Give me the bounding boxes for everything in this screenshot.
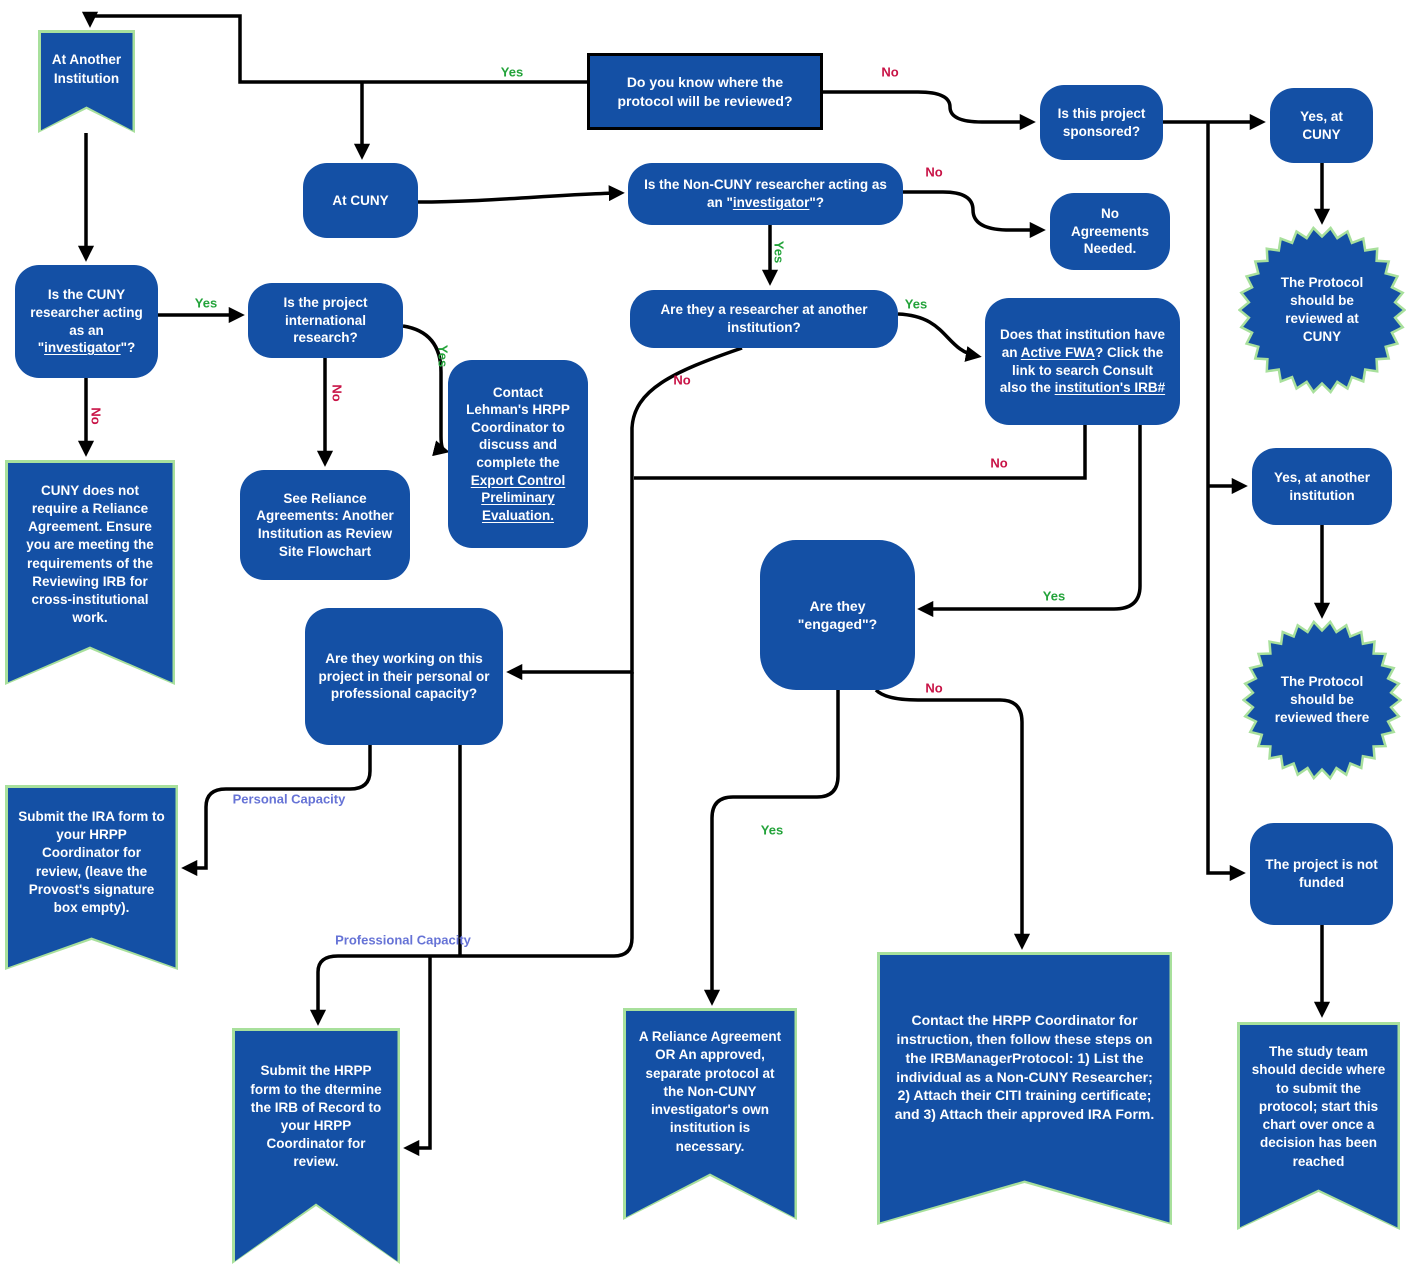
text-part: ? Click the link to search Consult also …	[999, 344, 1164, 396]
node-study-team: The study team should decide where to su…	[1237, 1022, 1400, 1230]
export-control-link[interactable]: Export Control Preliminary Evaluation.	[470, 472, 566, 523]
text-part: Is the CUNY researcher acting as an "	[30, 287, 143, 356]
institution-irb-link[interactable]: institution's IRB#	[1054, 380, 1166, 396]
node-yes-another-institution: Yes, at another institution	[1252, 448, 1392, 525]
node-cuny-researcher-label: Is the CUNY researcher acting as an "inv…	[27, 286, 146, 356]
text-part: "?	[809, 195, 825, 210]
node-contact-hrpp: Contact the HRPP Coordinator for instruc…	[877, 952, 1172, 1225]
node-reviewed-at-cuny-label: The Protocol should be reviewed at CUNY	[1280, 274, 1364, 345]
node-at-cuny: At CUNY	[303, 163, 418, 238]
node-sponsored-label: Is this project sponsored?	[1057, 105, 1146, 139]
node-reviewed-at-cuny-starburst: The Protocol should be reviewed at CUNY	[1238, 226, 1406, 394]
node-not-funded: The project is not funded	[1250, 823, 1393, 925]
node-contact-lehman: Contact Lehman's HRPP Coordinator to dis…	[448, 360, 588, 548]
node-reviewed-there-label: The Protocol should be reviewed there	[1274, 673, 1370, 726]
node-fwa: Does that institution have an Active FWA…	[985, 298, 1180, 425]
edge-branch-to-submit-hrpp-right	[403, 956, 432, 1157]
edge-label-no-researcher: No	[673, 372, 691, 388]
edge-engaged-yes-to-reliance-needed	[703, 690, 840, 1006]
edge-label-professional-capacity: Professional Capacity	[335, 932, 471, 948]
node-at-another-institution: At Another Institution	[38, 30, 135, 133]
node-working-capacity: Are they working on this project in thei…	[305, 608, 503, 745]
node-no-agreements: No Agreements Needed.	[1050, 193, 1170, 270]
edge-label-no-engaged: No	[925, 680, 943, 696]
starburst-shape	[1242, 620, 1402, 780]
edge-at-cuny-to-non-cuny-investigator	[417, 185, 625, 204]
node-see-reliance: See Reliance Agreements: Another Institu…	[240, 470, 410, 580]
edge-researcher-to-fwa	[897, 312, 982, 362]
edge-start-to-sponsored	[823, 90, 1036, 131]
node-fwa-label: Does that institution have an Active FWA…	[997, 326, 1168, 396]
node-reliance-needed: A Reliance Agreement OR An approved, sep…	[623, 1008, 797, 1220]
edge-label-yes-non-cuny: Yes	[771, 240, 787, 264]
active-fwa-link[interactable]: Active FWA	[1020, 344, 1095, 360]
node-non-cuny-investigator-label: Is the Non-CUNY researcher acting as an …	[640, 176, 891, 211]
node-start: Do you know where the protocol will be r…	[587, 53, 823, 130]
node-see-reliance-label: See Reliance Agreements: Another Institu…	[256, 490, 394, 559]
node-engaged-label: Are they "engaged"?	[797, 597, 878, 632]
edge-working-personal-to-submit-ira	[181, 745, 372, 877]
node-at-cuny-label: At CUNY	[332, 192, 389, 208]
node-contact-lehman-label: Contact Lehman's HRPP Coordinator to dis…	[460, 384, 576, 524]
node-sponsored: Is this project sponsored?	[1040, 85, 1163, 160]
node-reviewed-there-starburst: The Protocol should be reviewed there	[1242, 620, 1402, 780]
edge-label-yes-cuny-researcher: Yes	[194, 295, 218, 311]
edge-label-yes-engaged: Yes	[760, 822, 784, 838]
edge-non-cuny-to-no-agreements	[903, 190, 1046, 239]
node-yes-at-cuny: Yes, at CUNY	[1270, 88, 1373, 163]
node-cuny-no-reliance: CUNY does not require a Reliance Agreeme…	[5, 460, 175, 685]
investigator-link[interactable]: investigator	[732, 195, 810, 210]
text-part: Contact Lehman's HRPP Coordinator to dis…	[466, 384, 570, 470]
node-international-label: Is the project international research?	[283, 295, 368, 346]
edge-sponsored-to-not-funded	[1206, 122, 1246, 882]
node-contact-hrpp-label: Contact the HRPP Coordinator for instruc…	[880, 955, 1170, 1223]
node-engaged: Are they "engaged"?	[760, 540, 915, 690]
node-submit-hrpp: Submit the HRPP form to the dtermine the…	[232, 1028, 400, 1264]
node-submit-hrpp-label: Submit the HRPP form to the dtermine the…	[235, 1031, 398, 1262]
node-yes-at-cuny-label: Yes, at CUNY	[1300, 108, 1343, 142]
text-part: Is the Non-CUNY researcher acting as an …	[644, 177, 887, 210]
node-yes-another-institution-label: Yes, at another institution	[1273, 469, 1371, 503]
node-researcher-another-label: Are they a researcher at another institu…	[660, 302, 868, 335]
edge-label-no-international: No	[329, 384, 345, 402]
node-submit-ira-label: Submit the IRA form to your HRPP Coordin…	[8, 788, 176, 968]
edge-label-personal-capacity: Personal Capacity	[232, 791, 346, 807]
edge-label-no-non-cuny: No	[925, 164, 943, 180]
text-part: "?	[120, 340, 136, 356]
node-non-cuny-investigator: Is the Non-CUNY researcher acting as an …	[628, 163, 903, 225]
node-international: Is the project international research?	[248, 283, 403, 358]
edge-label-yes-researcher: Yes	[904, 296, 928, 312]
edge-label-no-where: No	[881, 64, 899, 80]
text-part: Does that institution have an	[999, 327, 1165, 360]
node-cuny-researcher: Is the CUNY researcher acting as an "inv…	[15, 265, 158, 378]
node-submit-ira: Submit the IRA form to your HRPP Coordin…	[5, 785, 178, 970]
edge-fwa-no-merge	[634, 425, 1087, 480]
edge-fwa-yes-to-engaged	[917, 425, 1142, 618]
node-researcher-another: Are they a researcher at another institu…	[630, 290, 898, 348]
edge-label-yes-where: Yes	[500, 64, 524, 80]
node-not-funded-label: The project is not funded	[1265, 857, 1378, 890]
investigator-link[interactable]: investigator	[44, 340, 121, 356]
node-study-team-label: The study team should decide where to su…	[1240, 1025, 1398, 1228]
node-no-agreements-label: No Agreements Needed.	[1070, 206, 1150, 257]
edge-label-yes-international: Yes	[435, 344, 451, 368]
node-cuny-no-reliance-label: CUNY does not require a Reliance Agreeme…	[8, 463, 173, 683]
edge-label-no-cuny-researcher: No	[88, 407, 104, 425]
edge-engaged-no-to-contact-hrpp	[874, 688, 1031, 950]
edge-label-yes-fwa: Yes	[1042, 588, 1066, 604]
node-working-capacity-label: Are they working on this project in thei…	[318, 651, 490, 702]
node-reliance-needed-label: A Reliance Agreement OR An approved, sep…	[626, 1011, 795, 1218]
edge-label-no-fwa: No	[990, 455, 1008, 471]
node-at-another-institution-label: At Another Institution	[41, 33, 133, 131]
node-start-label: Do you know where the protocol will be r…	[617, 74, 793, 109]
